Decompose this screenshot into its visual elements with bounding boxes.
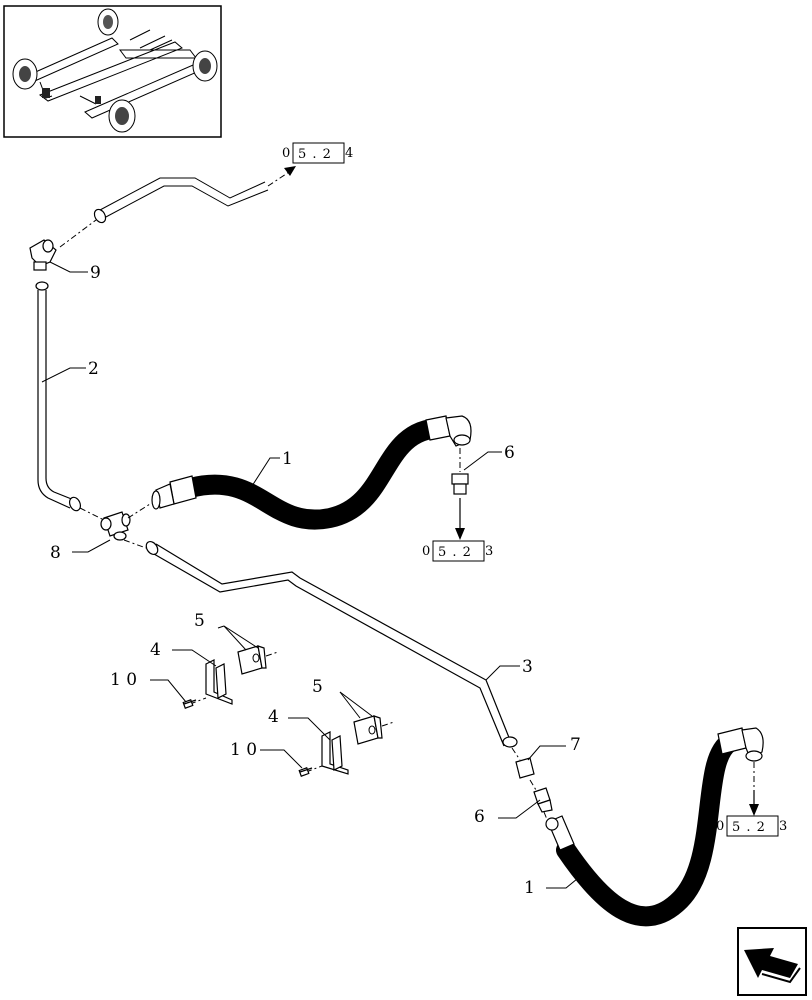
reference-top: 0 5 . 2 4 [282,142,354,164]
callout-2: 2 [88,359,99,379]
reference-middle: 0 5 . 2 3 [422,540,494,562]
callout-9: 9 [90,263,101,283]
hose-1-upper [151,415,472,530]
callout-3: 3 [522,657,533,677]
reference-right: 0 5 . 2 3 [716,815,788,837]
tee-fitting-8 [79,503,151,549]
callout-5-right: 5 [312,677,323,697]
callouts: 9 2 1 6 8 5 4 1 0 5 4 1 0 3 7 6 1 [50,263,581,898]
leader-lines [41,261,589,889]
upper-pipe-route [59,166,296,248]
callout-6-upper: 6 [504,443,515,463]
reference-right-prefix: 0 [716,819,725,834]
elbow-fitting-9 [29,239,57,291]
reference-right-suffix: 3 [779,819,788,834]
axle-assembly-thumbnail [3,5,222,138]
adapter-6-lower [529,779,553,823]
reference-top-suffix: 4 [345,146,354,161]
reference-right-code: 5 . 2 [732,820,766,835]
callout-8: 8 [50,543,61,563]
callout-5-left: 5 [194,611,205,631]
reference-top-code: 5 . 2 [298,147,332,162]
callout-1-lower: 1 [524,878,535,898]
clamp-set-right [298,715,395,777]
previous-page-arrow-icon[interactable] [737,927,807,996]
reference-middle-suffix: 3 [485,544,494,559]
reference-middle-code: 5 . 2 [438,545,472,560]
reference-middle-prefix: 0 [422,544,431,559]
pipe-2 [37,290,82,512]
callout-6-lower: 6 [474,807,485,827]
clamp-set-left [182,645,279,709]
callout-10-right: 1 0 [230,740,257,760]
fitting-7 [511,747,535,779]
callout-4-left: 4 [150,640,161,660]
adapter-6-upper [451,448,469,540]
callout-7: 7 [570,735,581,755]
callout-10-left: 1 0 [110,670,137,690]
callout-1-upper: 1 [282,449,293,469]
reference-top-prefix: 0 [282,146,291,161]
pipe-3 [145,540,518,748]
hose-1-lower [545,727,764,927]
callout-4-right: 4 [268,707,279,727]
